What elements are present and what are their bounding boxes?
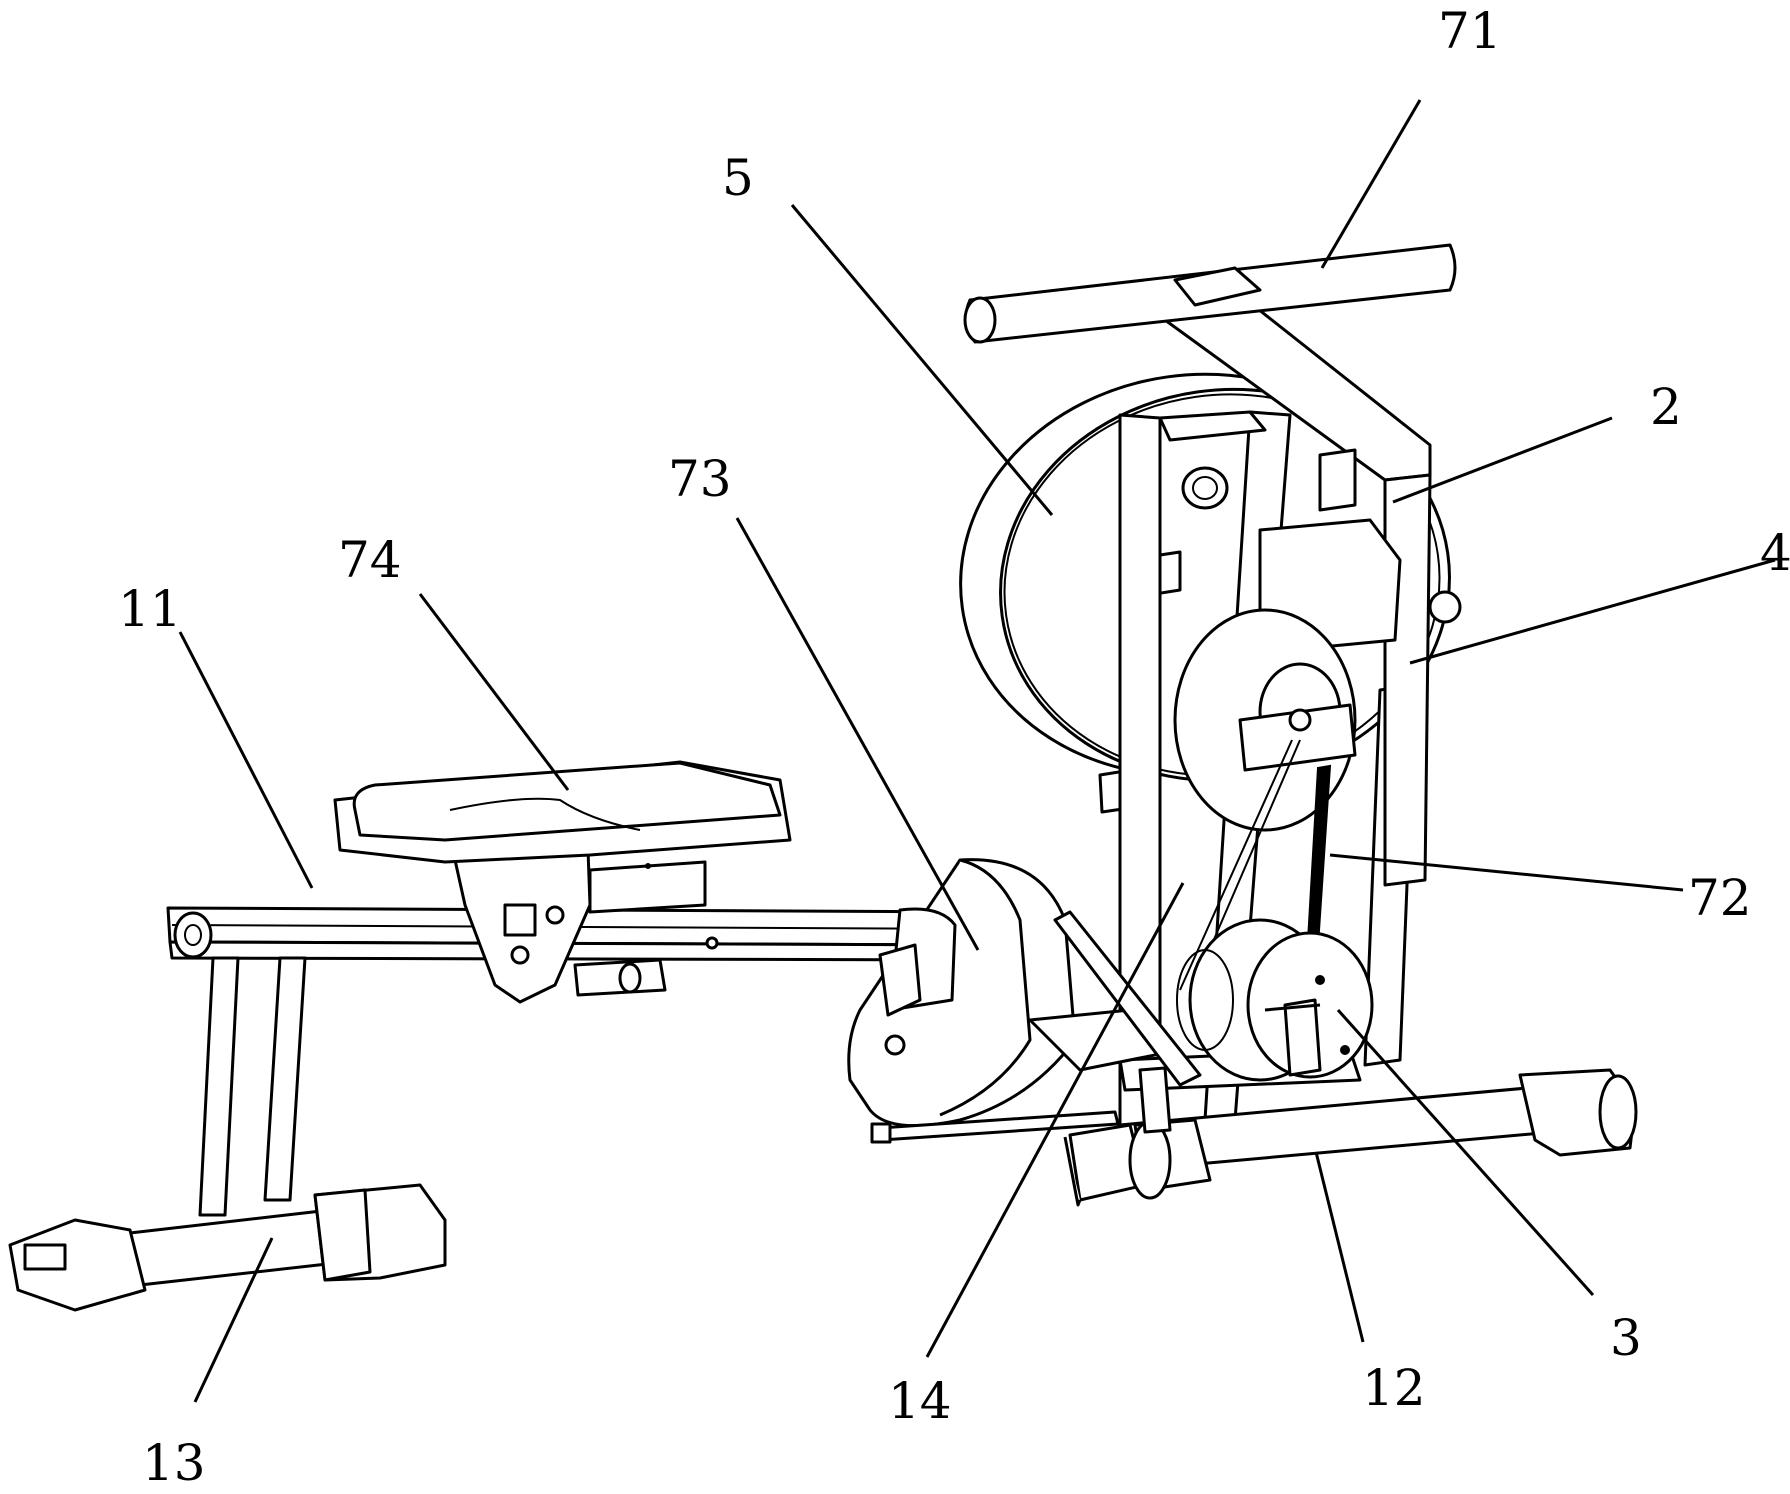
rowing-machine xyxy=(8,243,1638,1312)
label-72: 72 xyxy=(1688,869,1752,927)
label-73: 73 xyxy=(668,450,732,508)
leader-13 xyxy=(193,1237,274,1403)
leader-lines xyxy=(178,99,1776,1403)
seat-carriage xyxy=(453,848,707,1004)
leader-73 xyxy=(735,517,980,951)
callout-labels: 71 5 2 73 74 4 11 72 3 14 12 13 xyxy=(118,2,1790,1492)
front-stabilizer xyxy=(1063,1068,1638,1207)
seat xyxy=(333,760,792,864)
label-12: 12 xyxy=(1362,1359,1426,1417)
label-13: 13 xyxy=(142,1434,206,1492)
drive-pulley xyxy=(1176,918,1374,1082)
leader-71 xyxy=(1320,99,1422,269)
rear-stabilizer xyxy=(8,1183,447,1312)
label-14: 14 xyxy=(888,1372,952,1430)
leader-74 xyxy=(418,593,570,791)
handle-assembly xyxy=(963,243,1457,887)
label-74: 74 xyxy=(338,531,402,589)
leader-11 xyxy=(178,631,314,889)
leader-14 xyxy=(925,882,1185,1358)
connecting-brace xyxy=(1053,910,1202,1134)
leader-2 xyxy=(1392,416,1613,504)
label-2: 2 xyxy=(1650,378,1682,436)
label-3: 3 xyxy=(1610,1309,1642,1367)
rear-support-leg xyxy=(198,956,307,1217)
label-11: 11 xyxy=(118,580,182,638)
slide-rail xyxy=(166,906,1002,962)
stretcher-rod xyxy=(870,1110,1120,1144)
pulley-disk xyxy=(1173,608,1357,832)
label-4: 4 xyxy=(1760,524,1790,582)
leader-72 xyxy=(1329,853,1684,892)
label-71: 71 xyxy=(1438,2,1502,60)
foot-plate xyxy=(847,858,1077,1128)
leader-4 xyxy=(1409,558,1776,665)
leader-3 xyxy=(1336,1008,1595,1297)
leader-5 xyxy=(790,204,1054,516)
label-5: 5 xyxy=(722,149,754,207)
leader-12 xyxy=(1314,1151,1365,1343)
